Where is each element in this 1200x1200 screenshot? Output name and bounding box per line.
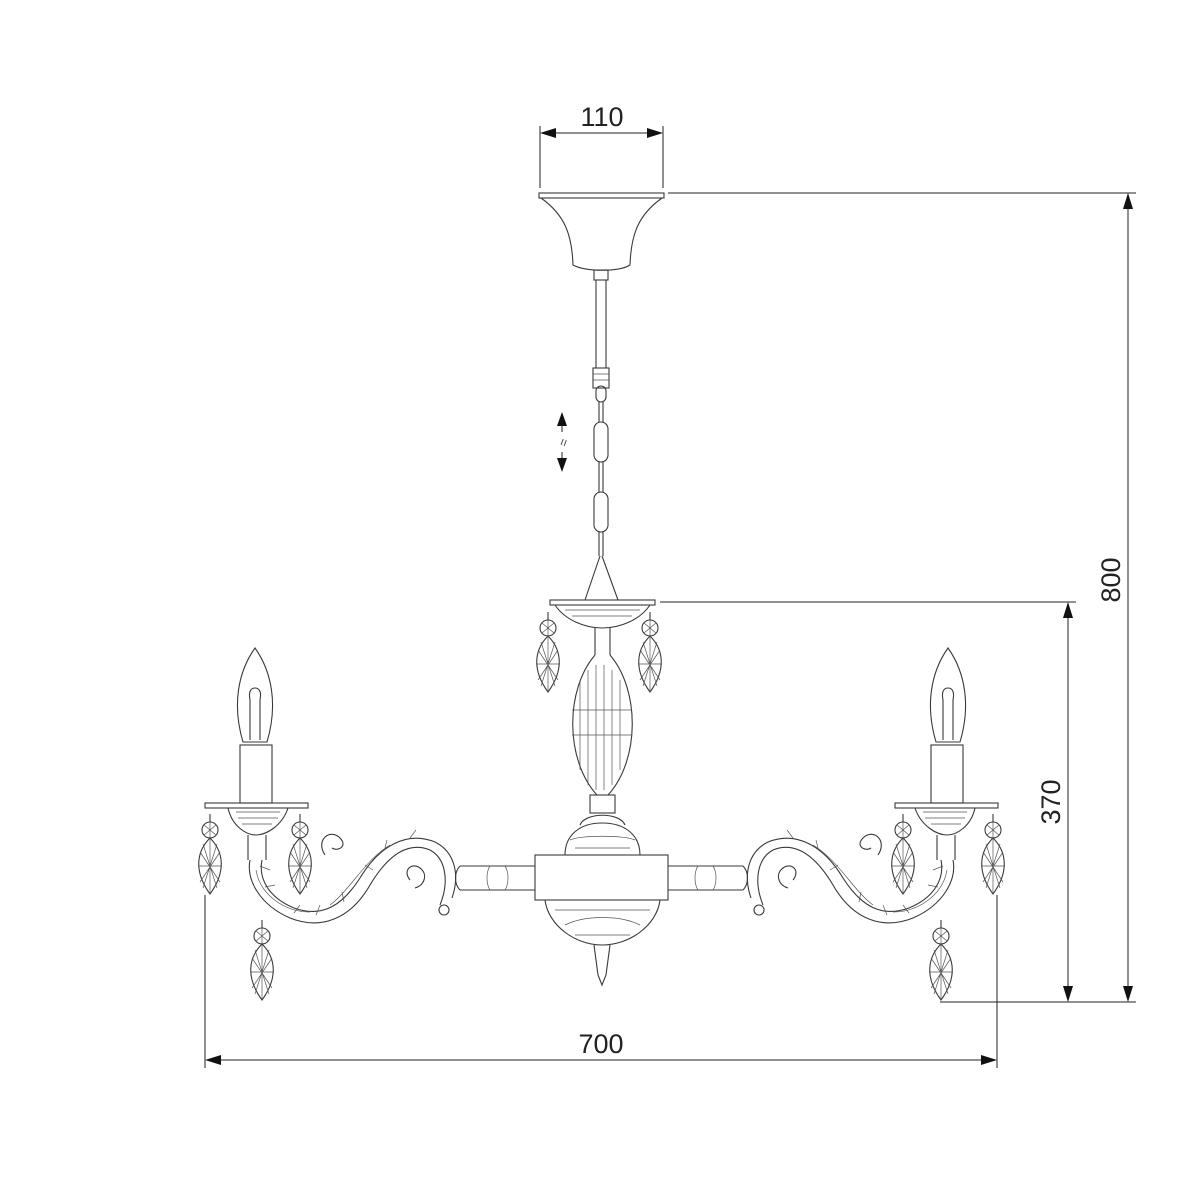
svg-text:700: 700 xyxy=(578,1029,623,1059)
chain xyxy=(584,385,619,601)
dimension-total-width: 700 xyxy=(204,895,998,1068)
svg-text:=: = xyxy=(555,436,572,448)
svg-text:800: 800 xyxy=(1096,557,1126,602)
ceiling-canopy xyxy=(538,192,665,281)
suspension-rod xyxy=(592,280,610,389)
svg-text:370: 370 xyxy=(1036,779,1066,824)
central-column xyxy=(534,599,669,987)
right-candle-arm xyxy=(668,648,1005,1000)
chain-adjustable-symbol: = xyxy=(555,412,572,472)
left-candle-arm xyxy=(198,648,535,1000)
dimension-canopy-width: 110 xyxy=(539,102,664,188)
dimension-body-height: 370 xyxy=(660,601,1136,1003)
svg-text:110: 110 xyxy=(580,102,623,132)
dimension-total-height: 800 xyxy=(668,192,1136,1002)
